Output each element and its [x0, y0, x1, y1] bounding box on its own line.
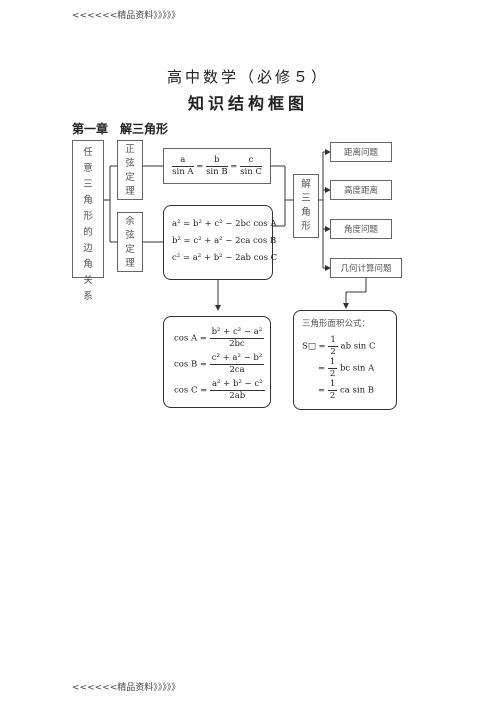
cosine-law-a: a² = b² + c² − 2bc cos A [172, 219, 277, 229]
header-tag: <<<<<<精品资料》》》》》 [72, 11, 181, 21]
page-title: 高中数学（必修５） [166, 68, 329, 86]
solve-triangle-box: 解三 角形 [293, 174, 319, 238]
footer-tag: <<<<<<精品资料》》》》》 [72, 683, 181, 693]
arbitrary-triangle-label: 任意三 角形的 边角关 系 [83, 147, 93, 302]
arbitrary-triangle-box: 任意三 角形的 边角关 系 [72, 140, 104, 302]
sine-theorem-box: 正弦 定理 [117, 140, 143, 200]
cosine-theorem-box: 余弦 定理 [117, 212, 143, 272]
chapter-heading: 第一章 解三角形 [72, 122, 169, 136]
height-distance-box: 高度距离 [330, 180, 392, 200]
area-title: 三角形面积公式： [302, 319, 371, 329]
distance-problem-box: 距离问题 [330, 142, 392, 162]
cosine-law-c: c² = a² + b² − 2ab cos C [172, 253, 278, 263]
cosine-law-box: a² = b² + c² − 2bc cos A b² = c² + a² − … [163, 205, 278, 280]
cosine-law-b: b² = c² + a² − 2ca cos B [172, 236, 277, 246]
geometry-calc-box: 几何计算问题 [330, 258, 402, 278]
page-subtitle: 知识结构框图 [187, 94, 308, 113]
angle-problem-box: 角度问题 [330, 219, 392, 239]
